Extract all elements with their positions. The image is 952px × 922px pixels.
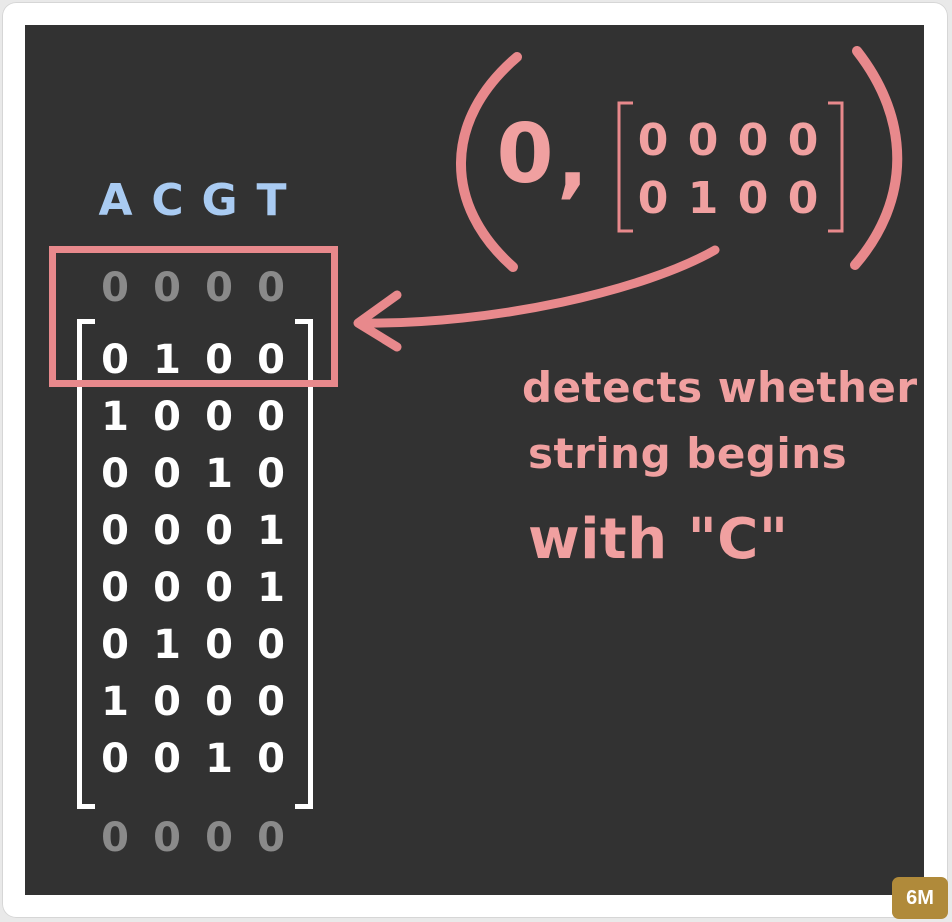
pad-top-cell: 0 [101,265,129,311]
matrix-cell: 1 [101,394,129,440]
diagram-board: A C G T 0 0 0 0 0 1 0 0 1 0 0 0 0 0 1 0 … [25,25,924,895]
filter-tuple-parens [456,46,903,272]
pad-top-cell: 0 [153,265,181,311]
matrix-cell: 1 [205,451,233,497]
matrix-cell: 0 [101,736,129,782]
pad-top-cell: 0 [257,265,285,311]
matrix-cell: 0 [101,451,129,497]
matrix-cell: 0 [205,337,233,383]
filter-cell: 1 [687,173,719,224]
matrix-cell: 0 [257,394,285,440]
matrix-cell: 0 [153,451,181,497]
filter-cell: 0 [737,173,769,224]
matrix-cell: 1 [257,508,285,554]
matrix-cell: 1 [101,679,129,725]
header-A: A [98,175,132,226]
filter-cell: 0 [637,115,669,166]
header-T: T [256,175,286,226]
matrix-cell: 0 [205,508,233,554]
filter-cell: 0 [687,115,719,166]
annotation-line-2: string begins [528,429,848,478]
matrix-cell: 0 [101,622,129,668]
matrix-cell: 0 [153,679,181,725]
matrix-cell: 0 [101,337,129,383]
matrix-cell: 0 [153,565,181,611]
filter-separator: , [557,113,589,208]
matrix-cell: 1 [205,736,233,782]
pad-top-cell: 0 [205,265,233,311]
matrix-cell: 0 [205,622,233,668]
matrix-cell: 0 [101,508,129,554]
window-highlight-box [49,246,338,387]
filter-cell: 0 [787,115,819,166]
matrix-cell: 0 [205,565,233,611]
filter-cell: 0 [787,173,819,224]
matrix-cell: 0 [257,451,285,497]
matrix-cell: 0 [153,508,181,554]
header-C: C [151,175,183,226]
pad-bottom-cell: 0 [205,815,233,861]
matrix-cell: 1 [257,565,285,611]
matrix-left-bracket [77,319,95,809]
filter-cell: 0 [737,115,769,166]
matrix-cell: 1 [153,337,181,383]
matrix-cell: 0 [257,679,285,725]
matrix-cell: 0 [205,679,233,725]
matrix-cell: 0 [257,736,285,782]
header-G: G [201,175,237,226]
matrix-cell: 0 [257,337,285,383]
annotation-line-1: detects whether [522,363,918,412]
matrix-cell: 0 [205,394,233,440]
matrix-cell: 0 [153,394,181,440]
matrix-right-bracket [295,319,313,809]
pad-bottom-cell: 0 [101,815,129,861]
pad-bottom-cell: 0 [153,815,181,861]
annotation-line-3: with "C" [528,507,789,572]
matrix-cell: 0 [101,565,129,611]
pointer-arrow [353,245,720,352]
filter-bias: 0 [496,107,554,202]
matrix-cell: 1 [153,622,181,668]
pad-bottom-cell: 0 [257,815,285,861]
filter-cell: 0 [637,173,669,224]
matrix-cell: 0 [153,736,181,782]
matrix-cell: 0 [257,622,285,668]
resolution-badge: 6M [892,877,948,919]
